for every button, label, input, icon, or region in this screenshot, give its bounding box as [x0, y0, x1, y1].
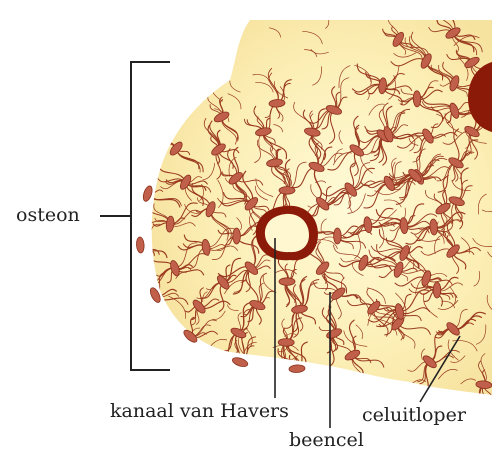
bone-cell	[334, 228, 342, 244]
canaliculus	[400, 385, 408, 402]
canaliculus	[170, 359, 190, 373]
bone-cell-label: beencel	[289, 431, 364, 450]
canaliculus	[185, 83, 191, 91]
bone-cell	[289, 364, 305, 373]
bone-cell	[136, 237, 145, 253]
canaliculus	[181, 104, 185, 119]
bone-cell	[279, 278, 295, 286]
bone-cell	[231, 356, 249, 368]
canaliculus	[239, 362, 249, 395]
osteon-label: osteon	[16, 206, 80, 225]
canaliculus	[210, 377, 227, 392]
canaliculus	[215, 362, 240, 385]
bone-cell	[433, 282, 441, 298]
bone-cell	[279, 187, 295, 195]
canaliculus	[164, 336, 191, 354]
bone-cell	[142, 185, 154, 203]
canaliculus	[172, 81, 178, 96]
bone-cell	[233, 228, 241, 244]
canaliculus	[220, 362, 240, 384]
haversian-canal	[256, 206, 318, 260]
cell-process-label: celuitloper	[362, 406, 466, 425]
canaliculus	[121, 181, 148, 193]
bone-cell	[413, 91, 421, 107]
bone-cell	[278, 339, 294, 347]
haversian-canal-label: kanaal van Havers	[110, 402, 289, 421]
